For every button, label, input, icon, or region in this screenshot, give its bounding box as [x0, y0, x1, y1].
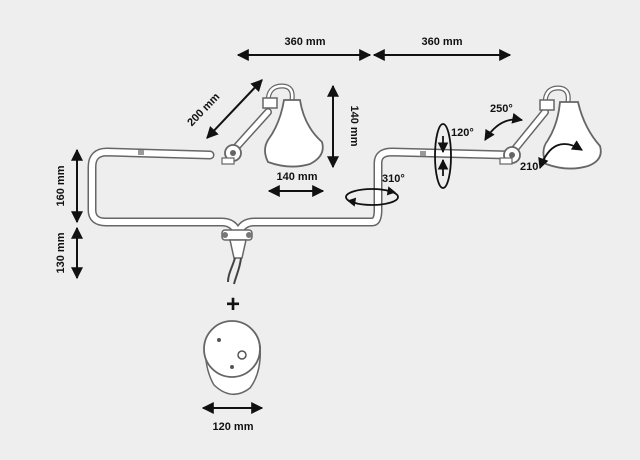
label-swivel-arm: 310°: [382, 173, 405, 185]
label-lower-section-height: 130 mm: [55, 232, 67, 273]
left-lamp-head: [221, 83, 324, 168]
label-upper-section-height: 160 mm: [55, 165, 67, 206]
label-arm-right-width: 360 mm: [422, 36, 463, 48]
label-arm-left-width: 360 mm: [285, 36, 326, 48]
label-shade-tilt: 250°: [490, 103, 513, 115]
right-lamp-head: [499, 85, 602, 170]
rotation-indicators: [345, 112, 583, 207]
label-base-diameter: 120 mm: [213, 421, 254, 433]
label-shade-width: 140 mm: [277, 171, 318, 183]
label-elbow-joint: 210°: [520, 161, 543, 173]
wall-plug: [221, 229, 253, 285]
dimension-lines: [71, 49, 512, 414]
label-shade-height: 140 mm: [348, 106, 360, 147]
label-swivel-head: 120°: [451, 127, 474, 139]
label-upper-arm-length: 200 mm: [185, 91, 222, 129]
base-plate: [203, 320, 262, 395]
plus-sign: +: [226, 291, 240, 318]
